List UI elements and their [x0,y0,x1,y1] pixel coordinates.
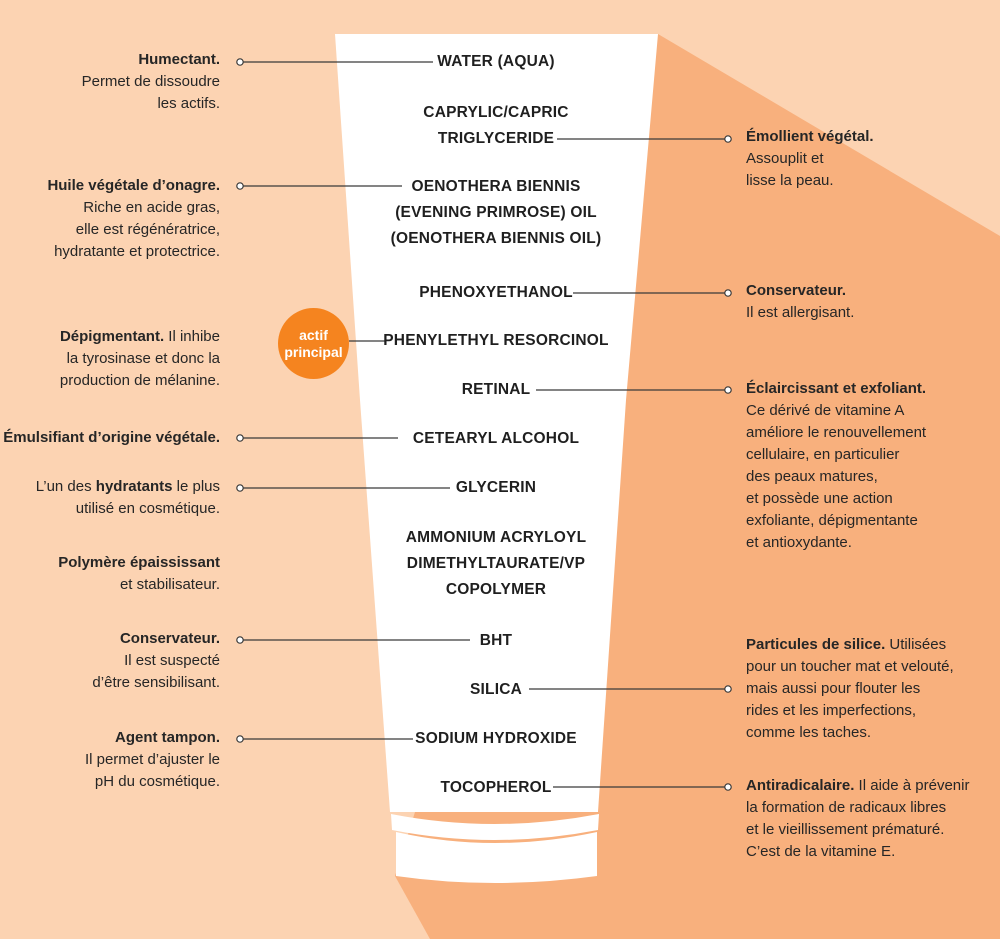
annotation-conservateur-allergisant: Conservateur. Il est allergisant. [746,280,854,324]
connector-dot [724,386,732,394]
annotation-title: Dépigmentant. [59,328,165,345]
annotation-depigmentant: Dépigmentant. Il inhibe la tyrosinase et… [60,326,220,392]
tube-band [391,814,599,840]
annotation-conservateur-sensibilisant: Conservateur. Il est suspecté d’être sen… [92,628,220,694]
connector-lines [236,58,732,791]
ingredient-ammonium-acryloyl-copolymer: AMMONIUM ACRYLOYL DIMETHYLTAURATE/VP COP… [405,529,587,598]
ingredient-water: WATER (AQUA) [437,53,555,70]
annotation-inline: Utilisées [885,636,947,653]
annotation-inline: Il inhibe [164,328,220,345]
annotation-particules-silice: Particules de silice. Utilisées pour un … [746,634,954,744]
annotation-text: le plus [172,478,220,495]
annotation-title: Agent tampon. [115,729,220,746]
main-active-badge: actif principal [278,308,349,379]
annotation-title: Conservateur. [119,630,220,647]
annotation-bold-text: hydratants [95,478,173,495]
connector-dot [724,135,732,143]
annotation-huile-onagre: Huile végétale d’onagre. Riche en acide … [47,175,220,263]
annotation-description: Il est suspecté d’être sensibilisant. [92,652,220,691]
annotation-agent-tampon: Agent tampon. Il permet d’ajuster le pH … [85,727,220,793]
annotation-description: et stabilisateur. [119,576,220,593]
ingredient-silica: SILICA [469,681,522,698]
annotation-inline: Il aide à prévenir [854,777,970,794]
connector-dot [236,182,244,190]
ingredient-glycerin: GLYCERIN [455,479,537,496]
ingredient-cetearyl-alcohol: CETEARYL ALCOHOL [412,430,580,447]
annotation-description: utilisé en cosmétique. [75,500,220,517]
annotation-title: Émulsifiant d’origine végétale. [3,429,220,446]
annotation-humectant: Humectant. Permet de dissoudre les actif… [82,49,220,115]
ingredient-tocopherol: TOCOPHEROL [440,779,552,796]
annotation-eclaircissant: Éclaircissant et exfoliant. Ce dérivé de… [746,378,926,554]
annotation-description: Assouplit et lisse la peau. [746,150,834,189]
annotation-emulsifiant: Émulsifiant d’origine végétale. [3,427,220,449]
ingredient-bht: BHT [479,632,513,649]
ingredient-phenylethyl-resorcinol: PHENYLETHYL RESORCINOL [383,332,609,349]
annotation-title: Émollient végétal. [746,128,874,145]
annotation-title: Antiradicalaire. [746,777,855,794]
connector-dot [724,783,732,791]
annotation-title: Huile végétale d’onagre. [47,177,220,194]
connector-dot [236,636,244,644]
connector-dot [724,685,732,693]
ingredient-phenoxyethanol: PHENOXYETHANOL [419,284,573,301]
annotation-description: Il est allergisant. [746,304,855,321]
annotation-title: Particules de silice. [746,636,886,653]
tube-cap [396,832,597,883]
connector-dot [236,484,244,492]
annotation-description: Riche en acide gras, elle est régénératr… [54,199,220,260]
ingredient-oenothera-biennis-oil: OENOTHERA BIENNIS (EVENING PRIMROSE) OIL… [390,178,602,247]
connector-dot [236,434,244,442]
annotation-description: pour un toucher mat et velouté, mais aus… [746,658,954,741]
annotation-polymere: Polymère épaississant et stabilisateur. [58,552,220,596]
annotation-text: L’un des [35,478,96,495]
annotation-antiradicalaire: Antiradicalaire. Il aide à prévenir la f… [746,775,969,863]
ingredient-retinal: RETINAL [461,381,531,398]
annotation-description: Il permet d’ajuster le pH du cosmétique. [84,751,220,790]
annotation-description: Ce dérivé de vitamine A améliore le reno… [746,402,927,551]
connector-dot [236,58,244,66]
annotation-title: Conservateur. [746,282,847,299]
annotation-hydratants: L’un des hydratants le plus utilisé en c… [36,476,220,520]
connector-dot [236,735,244,743]
connector-dot [724,289,732,297]
annotation-description: la tyrosinase et donc la production de m… [59,350,220,389]
ingredient-caprylic-capric-triglyceride: CAPRYLIC/CAPRIC TRIGLYCERIDE [423,104,569,147]
ingredient-sodium-hydroxide: SODIUM HYDROXIDE [415,730,577,747]
annotation-emollient: Émollient végétal. Assouplit et lisse la… [746,126,874,192]
annotation-title: Éclaircissant et exfoliant. [746,380,927,397]
annotation-title: Polymère épaississant [58,554,220,571]
annotation-description: la formation de radicaux libres et le vi… [746,799,947,860]
annotation-title: Humectant. [138,51,220,68]
annotation-description: Permet de dissoudre les actifs. [81,73,220,112]
tube-body [335,34,658,812]
